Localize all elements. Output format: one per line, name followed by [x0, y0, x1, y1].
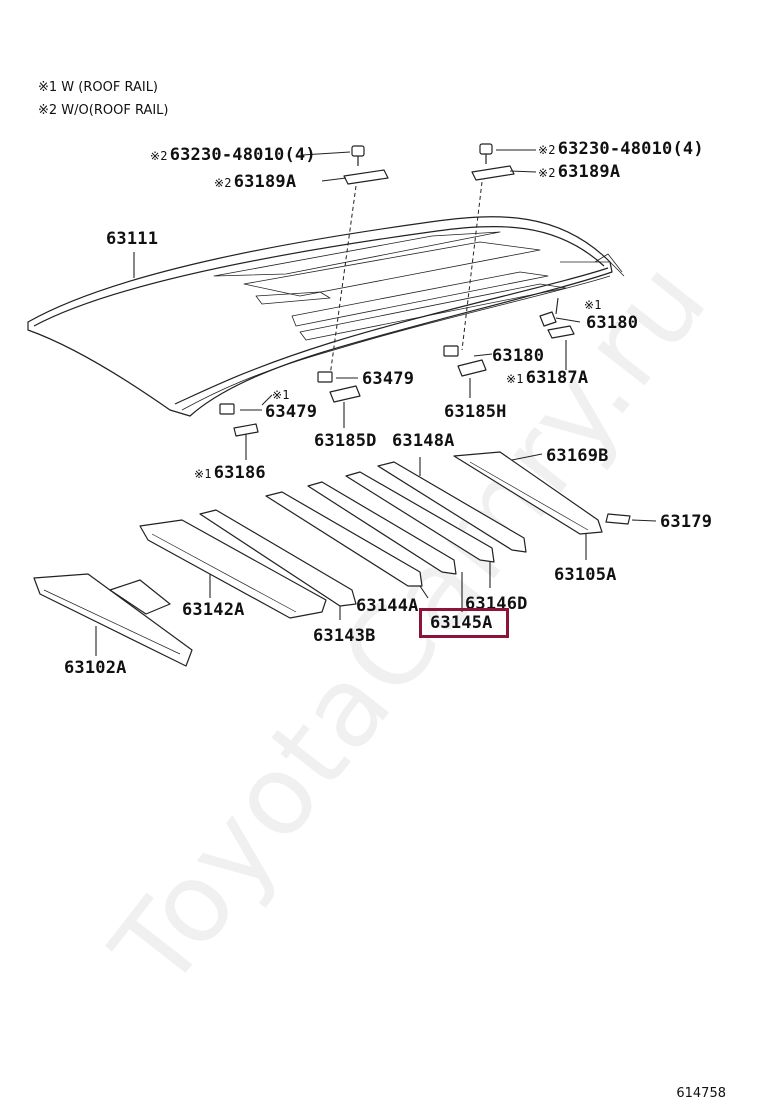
- part-label-63144a[interactable]: 63144A: [356, 596, 419, 616]
- mark-1: ※1: [584, 298, 602, 312]
- roof-panel-shape: [27, 216, 625, 417]
- part-label-63185d[interactable]: 63185D: [314, 431, 377, 451]
- part-label-63143b[interactable]: 63143B: [313, 626, 376, 646]
- part-label-63102a[interactable]: 63102A: [64, 658, 127, 678]
- note-without-roof-rail: ※2 W/O(ROOF RAIL): [38, 103, 169, 118]
- part-label-mark-1-63180: ※1: [584, 294, 604, 314]
- part-label-63169b[interactable]: 63169B: [546, 446, 609, 466]
- part-label-63479-left[interactable]: 63479: [265, 402, 318, 422]
- mark-2: ※2: [538, 143, 556, 157]
- mark-1: ※1: [194, 467, 212, 481]
- upper-fasteners: [343, 143, 515, 185]
- mark-1: ※1: [272, 388, 290, 402]
- note-with-roof-rail: ※1 W (ROOF RAIL): [38, 80, 159, 95]
- part-label-63148a[interactable]: 63148A: [392, 431, 455, 451]
- dashed-leaders: [329, 181, 483, 377]
- highlight-box: [419, 608, 509, 638]
- figure-number: 614758: [676, 1086, 726, 1101]
- leader-lines: [95, 149, 657, 656]
- part-label-63145a[interactable]: 63145A: [430, 613, 493, 633]
- part-label-63179[interactable]: 63179: [660, 512, 713, 532]
- part-label-63185h[interactable]: 63185H: [444, 402, 507, 422]
- mark-2: ※2: [214, 176, 232, 190]
- part-label-63105a[interactable]: 63105A: [554, 565, 617, 585]
- mark-1: ※1: [506, 372, 524, 386]
- part-label-63479-center[interactable]: 63479: [362, 369, 415, 389]
- roof-bows: [33, 451, 631, 667]
- part-label-63180-right[interactable]: 63180: [586, 313, 639, 333]
- mark-2: ※2: [538, 166, 556, 180]
- part-label-63111[interactable]: 63111: [106, 229, 159, 249]
- part-label-mark-1-63479: ※1: [272, 384, 292, 404]
- mark-2: ※2: [150, 149, 168, 163]
- part-label-63142a[interactable]: 63142A: [182, 600, 245, 620]
- part-label-63180-mid[interactable]: 63180: [492, 346, 545, 366]
- clips: [219, 311, 575, 437]
